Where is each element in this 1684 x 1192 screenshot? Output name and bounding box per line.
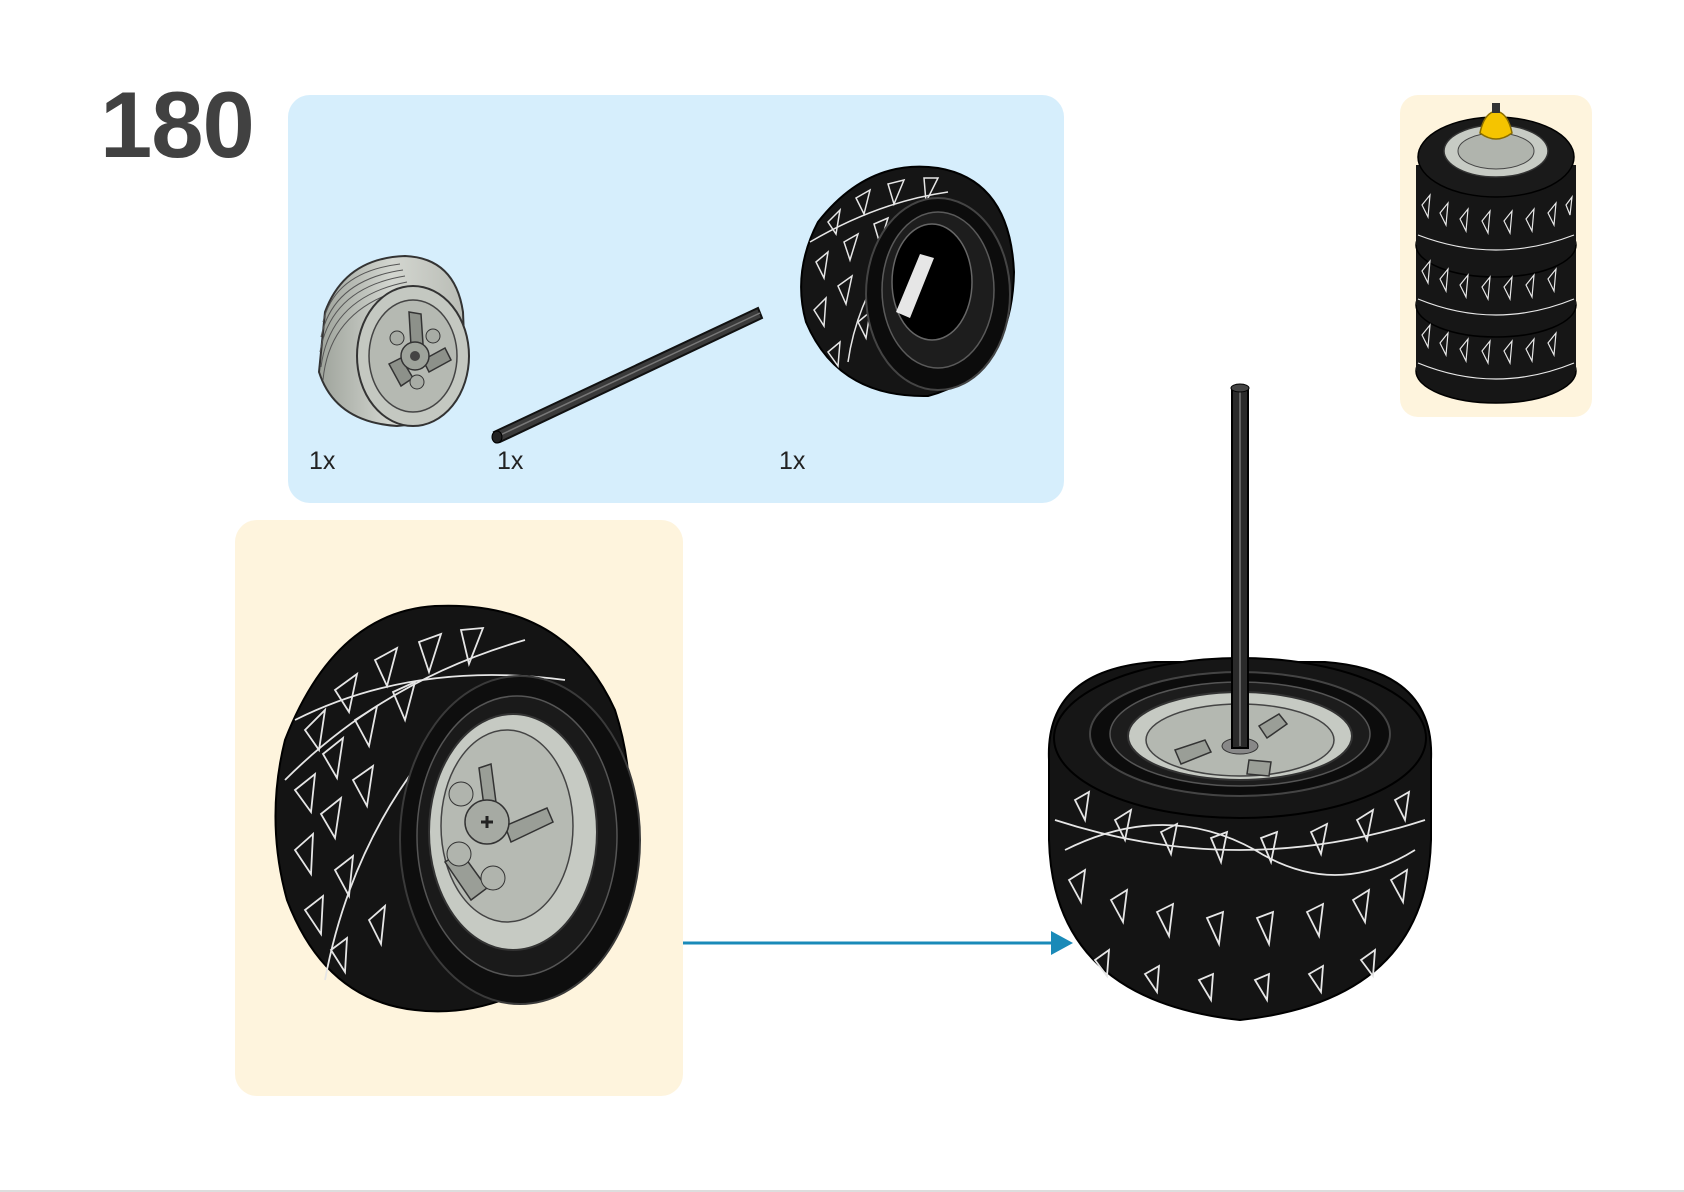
- tire-icon: [800, 165, 1016, 398]
- tire-with-rim-icon: [274, 604, 641, 1013]
- wheel-on-axle-icon: [1047, 383, 1433, 1022]
- arrow-right-icon: [683, 931, 1073, 955]
- rim-quantity: 1x: [309, 447, 336, 475]
- tire-quantity: 1x: [779, 447, 806, 475]
- axle-icon: [491, 306, 764, 444]
- stacked-wheels-preview-icon: [1415, 103, 1577, 404]
- page-bottom-divider: [0, 1190, 1684, 1192]
- step-number: 180: [100, 72, 255, 177]
- axle-quantity: 1x: [497, 447, 524, 475]
- wheel-rim-icon: [317, 254, 470, 428]
